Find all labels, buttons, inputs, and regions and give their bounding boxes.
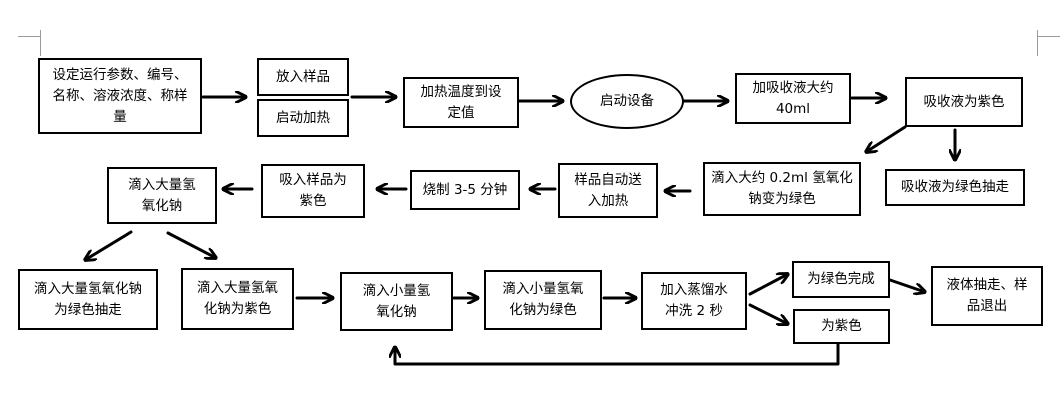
node-set-parameters: 设定运行参数、编号、 名称、溶液浓度、称样 量 bbox=[38, 58, 202, 134]
arrow-n18-n20 bbox=[888, 278, 925, 292]
arrow-n17-n19 bbox=[748, 303, 788, 324]
crop-mark-top-right-h bbox=[1038, 36, 1060, 37]
node-heat-to-setpoint: 加热温度到设 定值 bbox=[403, 77, 519, 128]
node-drip-small-naoh: 滴入小量氢 氧化钠 bbox=[340, 272, 453, 331]
node-drain-and-exit: 液体抽走、样 品退出 bbox=[931, 266, 1043, 326]
node-drip-02ml-naoh: 滴入大约 0.2ml 氢氧化 钠变为绿色 bbox=[703, 162, 861, 216]
node-start-heating: 启动加热 bbox=[257, 99, 349, 137]
node-sample-purple: 吸入样品为 紫色 bbox=[261, 164, 365, 218]
arrow-n12-n14 bbox=[166, 231, 216, 258]
node-sample-auto-feed: 样品自动送 入加热 bbox=[558, 163, 658, 218]
node-absorbent-purple: 吸收液为紫色 bbox=[905, 77, 1023, 127]
arrow-n12-n13 bbox=[85, 230, 133, 260]
node-purple: 为紫色 bbox=[793, 309, 890, 344]
crop-mark-top-right-v bbox=[1037, 30, 1038, 56]
crop-mark-top-left-h bbox=[18, 36, 40, 37]
arrow-n6-n8 bbox=[866, 125, 907, 152]
arrow-n17-n18 bbox=[748, 274, 788, 296]
node-add-absorbent: 加吸收液大约 40ml bbox=[735, 73, 851, 124]
node-absorbent-green-drain: 吸收液为绿色抽走 bbox=[885, 169, 1025, 206]
node-put-sample: 放入样品 bbox=[257, 58, 349, 96]
crop-mark-top-left-v bbox=[40, 30, 41, 56]
node-drip-large-naoh: 滴入大量氢 氧化钠 bbox=[107, 167, 217, 224]
node-green-complete: 为绿色完成 bbox=[792, 261, 890, 298]
node-large-naoh-green-drain: 滴入大量氢氧化钠 为绿色抽走 bbox=[18, 269, 158, 330]
node-burn-3-5-min: 烧制 3-5 分钟 bbox=[410, 170, 520, 210]
node-rinse-distilled-water: 加入蒸馏水 冲洗 2 秒 bbox=[641, 272, 747, 330]
node-large-naoh-purple: 滴入大量氢氧 化钠为紫色 bbox=[181, 268, 294, 330]
node-small-naoh-green: 滴入小量氢氧 化钠为绿色 bbox=[484, 270, 602, 330]
node-start-device: 启动设备 bbox=[570, 74, 684, 129]
arrow-n19-n15-loop bbox=[395, 341, 840, 366]
